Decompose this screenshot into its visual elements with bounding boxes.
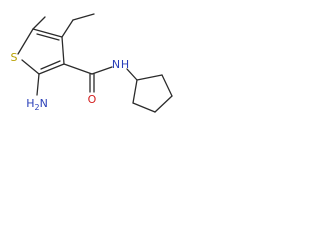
bond-cp-2 — [161, 74, 173, 97]
bond-n-cyclopentyl — [126, 68, 138, 81]
bonds — [17, 13, 173, 113]
bond-c3-c2 — [38, 63, 65, 75]
bond-c2-nh2 — [36, 73, 40, 96]
bond-c3-carbonyl — [63, 63, 93, 75]
atom-amide-n: N — [112, 58, 120, 71]
atom-oxygen: O — [88, 93, 97, 106]
bond-s-c5 — [17, 28, 34, 55]
atom-sulfur: S — [11, 51, 18, 64]
chemical-structure-diagram: S H2N O N H — [11, 13, 173, 113]
bond-cp-1 — [136, 74, 163, 81]
bond-c2-s — [21, 59, 40, 75]
bond-c5-c4 — [32, 28, 63, 38]
atom-labels: S H2N O N H — [11, 51, 130, 112]
atom-amine-n: N — [40, 97, 48, 110]
atom-amide-h: H — [121, 58, 129, 71]
bond-c4-c3 — [61, 36, 65, 65]
bond-methyl — [32, 16, 46, 30]
bond-carbonyl-n — [91, 66, 113, 75]
bond-c5-c4-inner — [36, 33, 60, 41]
bond-cp-5 — [132, 79, 138, 104]
bond-cp-3 — [154, 95, 173, 113]
atom-amine-h-count: 2 — [34, 103, 39, 112]
bond-c3-c2-inner — [40, 60, 61, 70]
bond-ethyl-ch3 — [72, 13, 95, 21]
bond-cp-4 — [132, 102, 156, 113]
atom-amine: H2N — [26, 97, 48, 112]
atom-amine-h: H — [26, 97, 34, 110]
bond-ethyl-ch2 — [61, 19, 74, 38]
